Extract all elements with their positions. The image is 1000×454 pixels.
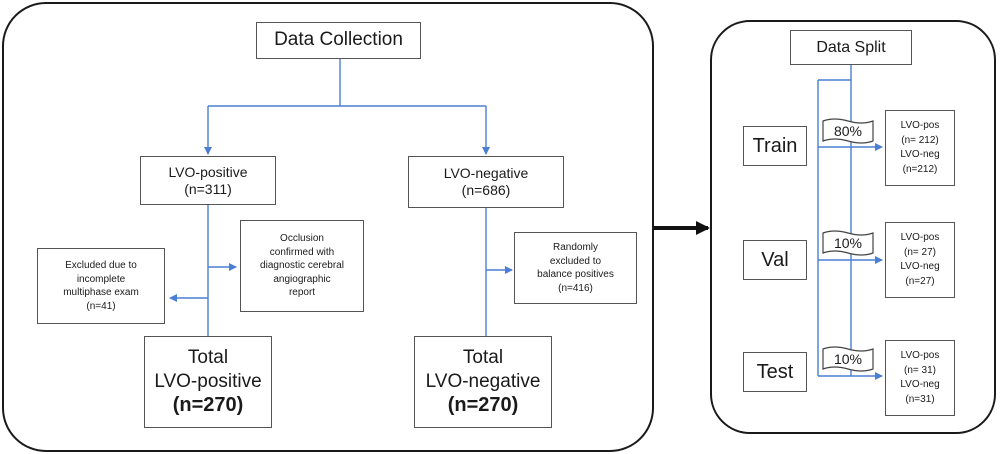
test-pos-count: (n= 31) xyxy=(904,364,936,376)
excluded-line: incomplete xyxy=(76,273,126,285)
data-split-box: Data Split xyxy=(790,30,912,65)
excluded-count: (n=41) xyxy=(86,300,116,312)
data-collection-box: Data Collection xyxy=(256,22,421,59)
val-percent-box: 10% xyxy=(820,228,876,258)
test-percent-box: 10% xyxy=(820,344,876,374)
occlusion-line: Occlusion xyxy=(280,233,324,245)
lvo-positive-count: (n=311) xyxy=(184,180,232,197)
occlusion-line: report xyxy=(288,287,316,299)
randomly-excluded-box: Randomly excluded to balance positives (… xyxy=(514,232,637,304)
train-pos-label: LVO-pos xyxy=(900,120,940,131)
total-positive-box: Total LVO-positive (n=270) xyxy=(144,336,272,428)
test-box: Test xyxy=(743,352,807,392)
val-neg-label: LVO-neg xyxy=(900,261,940,272)
train-percent-box: 80% xyxy=(820,116,876,146)
val-neg-count: (n=27) xyxy=(905,275,935,287)
total-positive-count: (n=270) xyxy=(172,394,244,417)
excluded-line: multiphase exam xyxy=(63,287,139,298)
lvo-negative-label: LVO-negative xyxy=(443,165,529,182)
train-neg-count: (n=212) xyxy=(902,163,938,175)
val-pos-label: LVO-pos xyxy=(900,232,940,243)
train-pos-count: (n= 212) xyxy=(901,134,939,146)
val-box: Val xyxy=(743,240,807,280)
lvo-positive-label: LVO-positive xyxy=(168,163,248,180)
train-result-box: LVO-pos (n= 212) LVO-neg (n=212) xyxy=(885,110,955,186)
test-percent-badge xyxy=(822,346,874,372)
train-percent-badge xyxy=(822,118,874,144)
test-neg-count: (n=31) xyxy=(905,393,935,405)
random-count: (n=416) xyxy=(558,282,593,294)
total-negative-box: Total LVO-negative (n=270) xyxy=(414,336,552,428)
train-box: Train xyxy=(743,126,807,166)
test-result-box: LVO-pos (n= 31) LVO-neg (n=31) xyxy=(885,340,955,416)
total-negative-line1: Total xyxy=(462,346,504,368)
data-collection-title: Data Collection xyxy=(274,29,403,51)
total-negative-count: (n=270) xyxy=(447,394,519,417)
total-positive-line1: Total xyxy=(187,346,229,368)
excluded-line: Excluded due to xyxy=(65,260,137,271)
random-line: Randomly xyxy=(552,242,599,253)
total-positive-line2: LVO-positive xyxy=(154,370,262,392)
test-label: Test xyxy=(756,361,794,383)
occlusion-confirmed-box: Occlusion confirmed with diagnostic cere… xyxy=(240,220,364,312)
val-pos-count: (n= 27) xyxy=(904,246,936,258)
train-label: Train xyxy=(752,135,798,157)
val-percent-badge xyxy=(822,230,874,256)
occlusion-line: confirmed with xyxy=(269,246,335,258)
total-negative-line2: LVO-negative xyxy=(425,370,541,392)
random-line: balance positives xyxy=(537,269,614,280)
occlusion-line: angiographic xyxy=(273,273,331,285)
val-percent: 10% xyxy=(833,234,863,251)
test-neg-label: LVO-neg xyxy=(900,379,940,390)
train-neg-label: LVO-neg xyxy=(900,149,940,160)
random-line: excluded to xyxy=(549,255,602,267)
val-label: Val xyxy=(761,249,789,271)
lvo-positive-box: LVO-positive (n=311) xyxy=(140,156,276,205)
occlusion-line: diagnostic cerebral xyxy=(260,260,344,272)
test-pos-label: LVO-pos xyxy=(900,350,940,361)
train-percent: 80% xyxy=(833,122,863,139)
lvo-negative-count: (n=686) xyxy=(461,182,511,198)
lvo-negative-box: LVO-negative (n=686) xyxy=(408,156,564,208)
val-result-box: LVO-pos (n= 27) LVO-neg (n=27) xyxy=(885,222,955,298)
test-percent: 10% xyxy=(833,350,863,367)
data-split-title: Data Split xyxy=(816,38,886,56)
excluded-incomplete-box: Excluded due to incomplete multiphase ex… xyxy=(37,248,165,324)
